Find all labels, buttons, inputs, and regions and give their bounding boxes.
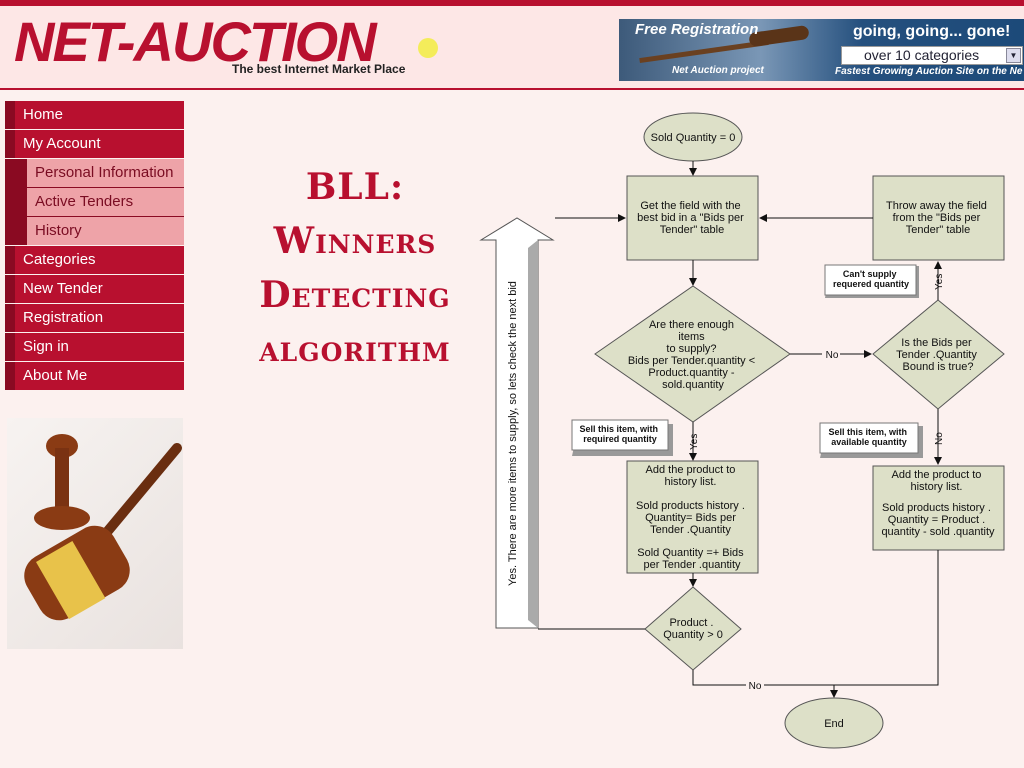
title-line-2: Winners <box>273 220 437 262</box>
callout-sell-available: Sell this item, with available quantity <box>819 422 923 458</box>
callout-cant-supply: Can't supply requered quantity <box>824 264 919 298</box>
menu-item-home[interactable]: Home <box>5 101 184 129</box>
menu-item-registration[interactable]: Registration <box>5 304 184 332</box>
end-text: End <box>824 718 844 730</box>
banner-registration: Free Registration <box>635 21 759 38</box>
chevron-down-icon[interactable]: ▼ <box>1006 48 1021 63</box>
menu-item-my-account[interactable]: My Account <box>5 130 184 158</box>
start-text: Sold Quantity = 0 <box>651 132 736 144</box>
site-logo[interactable]: NET-AUCTION <box>14 10 377 73</box>
bound-text: Is the Bids per Tender .Quantity Bound i… <box>896 337 980 373</box>
edge-yes-top: Yes <box>934 274 945 290</box>
menu-item-about-me[interactable]: About Me <box>5 362 184 390</box>
menu-item-new-tender[interactable]: New Tender <box>5 275 184 303</box>
enough-text: Are there enough items to supply? Bids p… <box>628 319 758 391</box>
edge-no-1: No <box>826 350 839 361</box>
node-end: End <box>784 697 884 749</box>
banner-fastest: Fastest Growing Auction Site on the Ne <box>835 66 1023 77</box>
throw-field-text: Throw away the field from the "Bids per … <box>886 200 990 236</box>
banner-slogan: going, going... gone! <box>853 23 1011 40</box>
loop-arrow: Yes. There are more items to supply, so … <box>479 217 555 629</box>
menu-item-personal-information[interactable]: Personal Information <box>27 159 184 187</box>
ad-banner[interactable]: Free Registration going, going... gone! … <box>619 19 1024 81</box>
node-add-left: Add the product to history list. Sold pr… <box>626 460 759 574</box>
edge-no-3: No <box>749 681 762 692</box>
svg-text:Sell this item, with ava: Sell this item, with available quantity <box>828 427 909 447</box>
callout-sell-required: Sell this item, with required quantity <box>571 419 673 456</box>
node-get-field: Get the field with the best bid in a "Bi… <box>626 175 759 261</box>
logo-dot <box>418 38 438 58</box>
account-submenu: Personal Information Active Tenders Hist… <box>5 159 184 245</box>
node-start: Sold Quantity = 0 <box>643 112 743 162</box>
gavel-image-icon <box>24 434 182 621</box>
svg-text:Sell this item, with req: Sell this item, with required quantity <box>579 424 660 444</box>
add-right-text: Add the product to history list. Sold pr… <box>881 469 995 538</box>
top-stripe <box>0 0 1024 6</box>
node-enough-items: Are there enough items to supply? Bids p… <box>594 285 791 423</box>
product-qty-text: Product . Quantity > 0 <box>663 617 723 641</box>
svg-text:Can't supply requered qu: Can't supply requered quantity <box>833 269 909 289</box>
category-select[interactable]: over 10 categories ▼ <box>841 46 1023 65</box>
node-bound: Is the Bids per Tender .Quantity Bound i… <box>872 299 1005 410</box>
node-throw-field: Throw away the field from the "Bids per … <box>872 175 1005 261</box>
site-tagline: The best Internet Market Place <box>232 62 406 76</box>
title-line-4: algorithm <box>259 328 451 370</box>
title-line-3: Detecting <box>259 274 451 316</box>
loop-label: Yes. There are more items to supply, so … <box>507 281 519 586</box>
gavel-photo <box>7 418 183 649</box>
edge-no-2: No <box>934 432 945 445</box>
node-add-right: Add the product to history list. Sold pr… <box>872 465 1005 551</box>
site-header: NET-AUCTION The best Internet Market Pla… <box>0 6 1024 90</box>
menu-item-history[interactable]: History <box>27 217 184 245</box>
title-line-1: BLL: <box>305 166 405 208</box>
add-left-text: Add the product to history list. Sold pr… <box>636 464 748 571</box>
banner-project: Net Auction project <box>672 65 764 76</box>
node-product-quantity: Product . Quantity > 0 <box>644 586 742 671</box>
menu-item-sign-in[interactable]: Sign in <box>5 333 184 361</box>
get-field-text: Get the field with the best bid in a "Bi… <box>637 200 747 236</box>
slide-title: BLL: Winners Detecting algorithm <box>220 160 490 376</box>
edge-yes-left: Yes <box>689 434 700 450</box>
menu-item-categories[interactable]: Categories <box>5 246 184 274</box>
category-select-value: over 10 categories <box>864 47 980 63</box>
menu-item-active-tenders[interactable]: Active Tenders <box>27 188 184 216</box>
sidebar-menu: Home My Account Personal Information Act… <box>5 101 184 391</box>
